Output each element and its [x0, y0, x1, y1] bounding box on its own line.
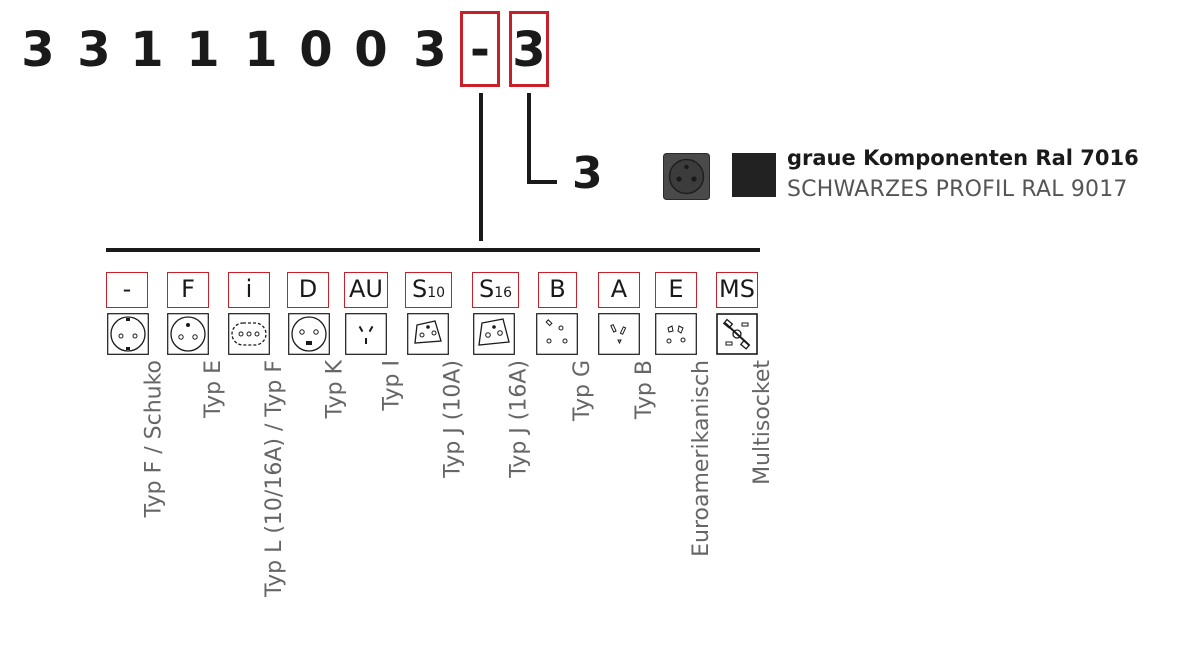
- code-separator: -: [470, 22, 490, 78]
- socket-code-box: MS: [716, 272, 758, 308]
- code-variant-digit: 3: [512, 22, 546, 78]
- components-color-label: graue Komponenten Ral 7016: [787, 146, 1139, 170]
- socket-code: S: [478, 275, 495, 303]
- socket-code: S: [411, 275, 428, 303]
- socket-code-box: AU: [344, 272, 388, 308]
- socket-code-box: A: [598, 272, 640, 308]
- socket-code-box: S10: [405, 272, 452, 308]
- socket-code: F: [181, 275, 195, 303]
- socket-connector-line: [479, 93, 483, 241]
- socket-code: -: [122, 275, 132, 303]
- socket-type-label: Euroamerikanisch: [689, 360, 714, 557]
- separator-highlight-box: [460, 11, 500, 87]
- code-digit: 3: [77, 22, 111, 78]
- socket-code-subscript: 16: [494, 285, 513, 301]
- code-digit: 0: [354, 22, 388, 78]
- profile-color-label: SCHWARZES PROFIL RAL 9017: [787, 177, 1128, 202]
- socket-type-label: Typ F / Schuko: [141, 360, 166, 518]
- socket-bracket-line: [106, 248, 760, 252]
- socket-code-box: F: [167, 272, 209, 308]
- socket-type-label: Typ K: [322, 360, 347, 419]
- code-digit: 0: [299, 22, 333, 78]
- socket-code-box: -: [106, 272, 148, 308]
- socket-type-label: Typ J (16A): [507, 360, 532, 478]
- socket-code-box: S16: [472, 272, 519, 308]
- socket-type-label: Typ L (10/16A) / Typ F: [262, 360, 287, 597]
- color-connector-elbow: [527, 180, 557, 184]
- black-profile-swatch: [732, 153, 776, 197]
- socket-type-label: Typ I: [379, 360, 404, 411]
- type-b-socket-icon: [598, 313, 640, 355]
- socket-type-label: Typ B: [632, 360, 657, 420]
- type-l-socket-icon: [228, 313, 270, 355]
- socket-type-label: Multisocket: [750, 360, 775, 485]
- color-option-number: 3: [572, 148, 603, 199]
- variant-highlight-box: [509, 11, 549, 87]
- socket-code: B: [549, 275, 566, 303]
- code-digit: 1: [244, 22, 278, 78]
- socket-code: E: [668, 275, 684, 303]
- socket-code-box: B: [538, 272, 577, 308]
- socket-code: MS: [719, 275, 755, 303]
- grey-socket-icon: [663, 153, 710, 200]
- type-i-socket-icon: [345, 313, 387, 355]
- socket-code: D: [298, 275, 318, 303]
- code-digit: 1: [186, 22, 220, 78]
- socket-code: A: [610, 275, 628, 303]
- socket-type-label: Typ G: [570, 360, 595, 422]
- socket-code: i: [245, 275, 253, 303]
- socket-code-box: E: [655, 272, 697, 308]
- socket-code-subscript: 10: [427, 285, 446, 301]
- code-digit: 3: [21, 22, 55, 78]
- type-j-10a-socket-icon: [407, 313, 449, 355]
- type-e-socket-icon: [167, 313, 209, 355]
- socket-code-box: D: [287, 272, 329, 308]
- socket-code: AU: [349, 275, 383, 303]
- code-digit: 3: [413, 22, 447, 78]
- euro-american-socket-icon: [655, 313, 697, 355]
- type-g-socket-icon: [536, 313, 578, 355]
- color-connector-line: [527, 93, 531, 183]
- multisocket-icon: [716, 313, 758, 355]
- type-k-socket-icon: [288, 313, 330, 355]
- socket-type-label: Typ E: [201, 360, 226, 418]
- code-digit: 1: [130, 22, 164, 78]
- type-j-16a-socket-icon: [473, 313, 515, 355]
- socket-type-label: Typ J (10A): [441, 360, 466, 478]
- schuko-socket-icon: [107, 313, 149, 355]
- socket-code-box: i: [228, 272, 270, 308]
